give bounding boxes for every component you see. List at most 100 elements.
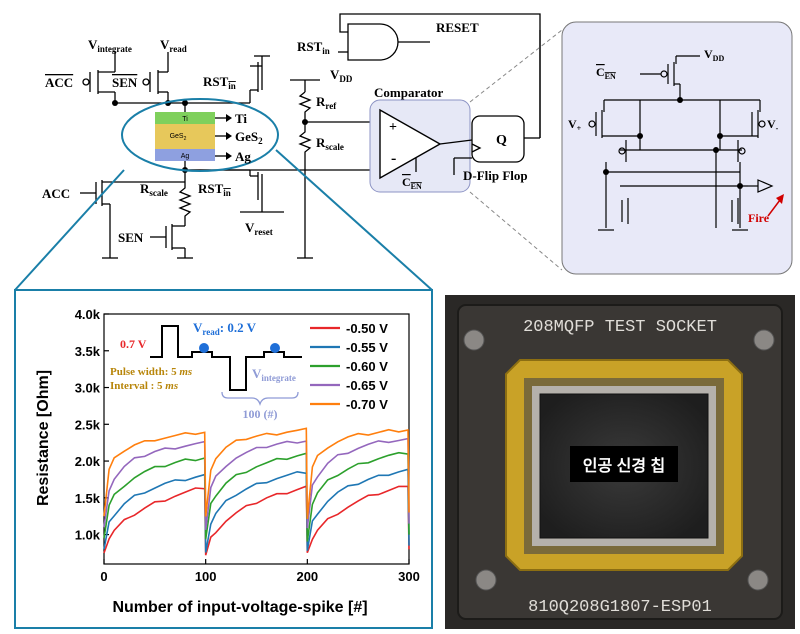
- y-tick-label: 1.5k: [75, 491, 101, 506]
- ges-layer: [155, 124, 215, 149]
- comparator-detail-circuit: [588, 55, 774, 231]
- y-tick-label: 4.0k: [75, 307, 101, 322]
- inset-amplitude: 0.7 V: [120, 337, 147, 351]
- y-axis-label: Resistance [Ohm]: [35, 370, 52, 506]
- screw-bottom-left: [475, 569, 497, 591]
- pulse-inset: 0.7 V Vread: 0.2 V Pulse width: 5 ms Int…: [110, 320, 302, 421]
- zoom-line-right: [275, 149, 433, 291]
- label-sen-bar: SEN: [112, 75, 138, 90]
- chip-photo: 인공 신경 칩 208MQFP TEST SOCKET 810Q208G1807…: [445, 295, 795, 629]
- read-dot-1: [199, 343, 209, 353]
- acc-pmos-bubble: [82, 78, 90, 86]
- label-dff: D-Flip Flop: [463, 168, 528, 183]
- and-gate: [347, 23, 399, 61]
- inset-count: 100 (#): [243, 407, 278, 421]
- label-comparator: Comparator: [374, 85, 444, 100]
- series-lines: [103, 427, 410, 556]
- pulse-waveform: [150, 325, 302, 391]
- label-r-scale-low: Rscale: [140, 181, 168, 198]
- x-tick-label: 300: [398, 569, 420, 584]
- legend-label: -0.65 V: [346, 378, 388, 393]
- label-r-ref: Rref: [316, 94, 337, 111]
- screw-top-left: [463, 329, 485, 351]
- label-vdd: VDD: [330, 67, 353, 84]
- y-tick-label: 2.0k: [75, 454, 101, 469]
- label-v-integrate: Vintegrate: [88, 37, 132, 54]
- ag-layer-label: Ag: [181, 153, 190, 160]
- x-tick-label: 0: [100, 569, 107, 584]
- y-tick-label: 1.0k: [75, 528, 101, 543]
- x-tick-label: 200: [296, 569, 318, 584]
- comparator-detail-box: [561, 21, 793, 275]
- legend-label: -0.70 V: [346, 397, 388, 412]
- legend-label: -0.60 V: [346, 359, 388, 374]
- screw-top-right: [753, 329, 775, 351]
- inset-brace: [221, 391, 299, 407]
- label-acc-bar: ACC: [45, 75, 73, 90]
- chip-label: 인공 신경 칩: [583, 456, 666, 475]
- detail-v-minus: V-: [767, 117, 779, 133]
- y-tick-label: 3.0k: [75, 381, 101, 396]
- dff-q: Q: [496, 133, 507, 148]
- label-v-reset: Vreset: [245, 220, 273, 237]
- legend-label: -0.50 V: [346, 321, 388, 336]
- inset-vread: Vread: 0.2 V: [193, 320, 257, 337]
- zoom-line-left: [14, 169, 125, 291]
- series-line-2: [103, 468, 410, 553]
- dash-to-detail-top: [469, 29, 563, 103]
- plot-frame: [103, 313, 410, 565]
- label-acc: ACC: [42, 186, 70, 201]
- label-sen: SEN: [118, 230, 144, 245]
- label-r-scale: Rscale: [316, 135, 344, 152]
- x-axis-label: Number of input-voltage-spike [#]: [112, 599, 367, 616]
- series-line-4: [103, 437, 410, 530]
- comparator-minus: -: [391, 150, 396, 167]
- legend: -0.50 V -0.55 V -0.60 V -0.65 V -0.70 V: [310, 321, 388, 412]
- label-ges2: GeS2: [235, 129, 263, 146]
- r-scale-resistor: [298, 122, 312, 160]
- series-line-1: [103, 485, 410, 556]
- label-v-read: Vread: [160, 37, 187, 54]
- inset-interval: Interval : 5 ms: [110, 380, 178, 392]
- label-c-en: CEN: [402, 175, 422, 191]
- series-line-3: [103, 451, 410, 542]
- detail-c-en: CEN: [596, 65, 616, 81]
- socket-bottom-text: 810Q208G1807-ESP01: [528, 598, 712, 617]
- label-reset: RESET: [436, 20, 479, 35]
- ti-layer-label: Ti: [182, 116, 188, 123]
- y-ticks: 1.0k 1.5k 2.0k 2.5k 3.0k 3.5k 4.0k: [75, 307, 109, 543]
- dff-box: [471, 115, 525, 163]
- y-tick-label: 2.5k: [75, 417, 101, 432]
- inset-pulse-width: Pulse width: 5 ms: [110, 366, 192, 378]
- y-tick-label: 3.5k: [75, 344, 101, 359]
- legend-label: -0.55 V: [346, 340, 388, 355]
- detail-v-plus: V+: [568, 117, 582, 133]
- r-ref-resistor: [298, 91, 312, 122]
- series-line-5: [103, 427, 410, 519]
- label-ti: Ti: [235, 111, 247, 126]
- sen-pmos-bubble: [142, 78, 150, 86]
- ges-layer-label: GeS2: [170, 133, 187, 142]
- chart-panel: [14, 289, 433, 629]
- fire-arrow: [767, 199, 781, 217]
- inset-vintegrate: Vintegrate: [252, 366, 296, 383]
- device-stack: Ti GeS2 Ag: [155, 112, 215, 161]
- label-rst-in-low: RSTin: [198, 181, 231, 198]
- comparator-symbol: [379, 108, 442, 180]
- dash-to-detail-bottom: [469, 191, 563, 271]
- ag-layer: [155, 149, 215, 161]
- label-ag: Ag: [235, 149, 251, 164]
- ti-layer: [155, 112, 215, 124]
- detail-fire: Fire: [748, 211, 770, 225]
- screw-bottom-right: [747, 569, 769, 591]
- comparator-plus: +: [389, 120, 397, 135]
- device-ellipse: [121, 98, 279, 172]
- label-rst-in: RSTin: [203, 74, 236, 91]
- chip-label-box: [570, 446, 678, 482]
- r-scale-low-resistor: [178, 170, 192, 222]
- detail-vdd: VDD: [704, 47, 724, 63]
- socket-top-text: 208MQFP TEST SOCKET: [523, 318, 717, 337]
